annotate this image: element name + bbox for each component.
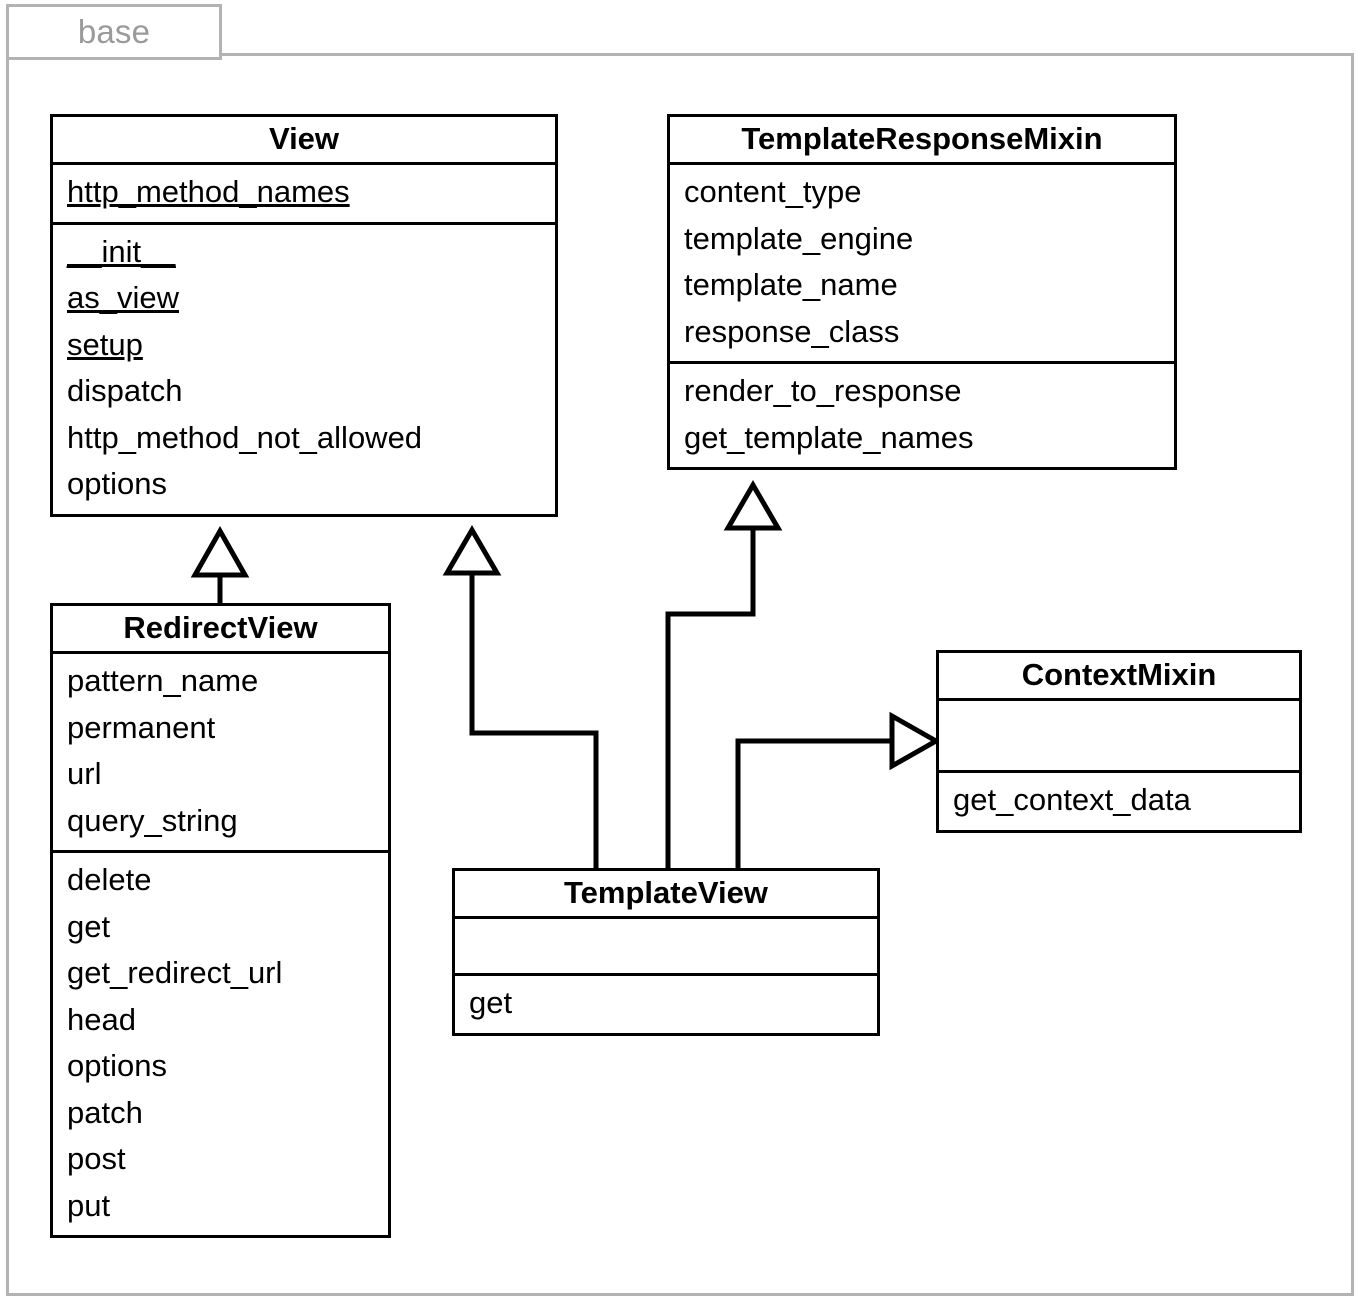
class-name-templateresponsemixin: TemplateResponseMixin	[741, 121, 1103, 156]
method-item: get_template_names	[684, 419, 974, 455]
class-methods-view: __init__ as_view setup dispatch http_met…	[53, 221, 555, 514]
class-box-contextmixin[interactable]: ContextMixin get_context_data	[936, 650, 1302, 833]
method-item: get	[67, 908, 111, 944]
class-box-templateresponsemixin[interactable]: TemplateResponseMixin content_type templ…	[667, 114, 1177, 470]
attribute-item: content_type	[684, 174, 862, 209]
class-methods-templateresponsemixin: render_to_response get_template_names	[670, 361, 1174, 467]
class-name-view: View	[268, 121, 340, 156]
class-name-redirectview: RedirectView	[123, 610, 318, 645]
method-item: render_to_response	[684, 373, 962, 408]
method-item: setup	[67, 326, 143, 362]
package-tab: base	[6, 4, 222, 60]
attribute-item: url	[67, 756, 102, 791]
class-attributes-templateview	[455, 916, 877, 973]
class-name-contextmixin: ContextMixin	[1021, 657, 1217, 692]
attribute-item: pattern_name	[67, 663, 259, 698]
method-item: patch	[67, 1094, 143, 1130]
class-methods-contextmixin: get_context_data	[939, 770, 1299, 830]
method-item: delete	[67, 862, 152, 897]
class-box-redirectview[interactable]: RedirectView pattern_name permanent url …	[50, 603, 391, 1238]
attribute-item: template_name	[684, 267, 898, 302]
method-item: post	[67, 1141, 126, 1176]
class-box-view[interactable]: View http_method_names __init__ as_view …	[50, 114, 558, 517]
method-item: options	[67, 1048, 167, 1083]
class-methods-templateview: get	[455, 973, 877, 1033]
attribute-item: http_method_names	[67, 174, 350, 209]
method-item: __init__	[67, 233, 176, 269]
method-item: get	[469, 985, 513, 1020]
method-item: head	[67, 1001, 136, 1037]
attribute-item: permanent	[67, 709, 216, 745]
package-name-label: base	[77, 13, 151, 50]
method-item: get_context_data	[953, 782, 1191, 817]
class-attributes-contextmixin	[939, 698, 1299, 770]
class-name-templateview: TemplateView	[564, 875, 768, 910]
class-attributes-view: http_method_names	[53, 162, 555, 222]
attribute-item: response_class	[684, 313, 900, 349]
class-methods-redirectview: delete get get_redirect_url head options…	[53, 850, 388, 1235]
method-item: dispatch	[67, 373, 183, 408]
method-item: get_redirect_url	[67, 955, 283, 990]
method-item: put	[67, 1187, 111, 1223]
class-box-templateview[interactable]: TemplateView get	[452, 868, 880, 1036]
class-attributes-templateresponsemixin: content_type template_engine template_na…	[670, 162, 1174, 361]
class-attributes-redirectview: pattern_name permanent url query_string	[53, 651, 388, 850]
attribute-item: template_engine	[684, 220, 914, 256]
attribute-item: query_string	[67, 802, 238, 838]
method-item: options	[67, 466, 167, 501]
method-item: as_view	[67, 280, 179, 315]
method-item: http_method_not_allowed	[67, 419, 423, 455]
